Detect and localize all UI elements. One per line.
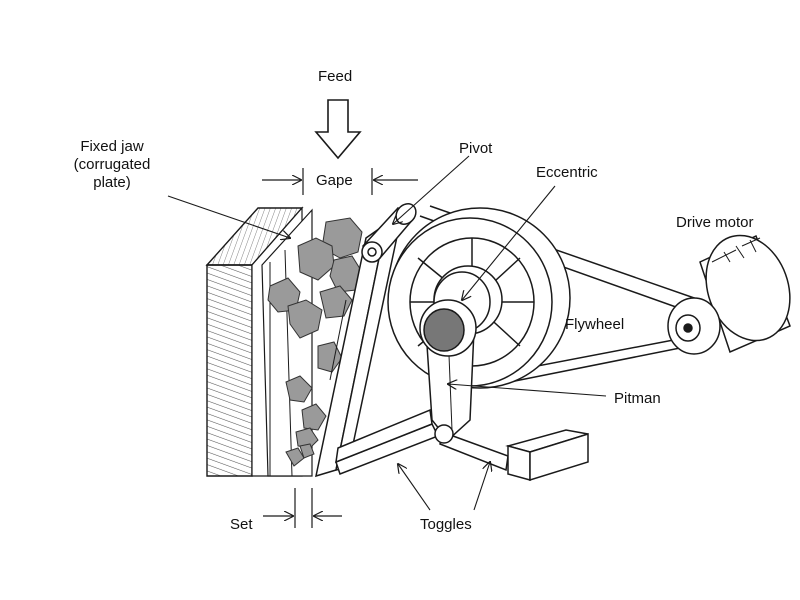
- fixed-jaw-label-line1: Fixed jaw: [80, 138, 144, 155]
- set-dimension: [263, 488, 342, 528]
- pitman-label: Pitman: [614, 390, 661, 407]
- drive-motor: [667, 234, 791, 355]
- frame-base: [335, 408, 509, 475]
- feed-label: Feed: [318, 68, 353, 85]
- leader-lines: [167, 155, 607, 511]
- drive-motor-label: Drive motor: [676, 214, 754, 231]
- toggles-label: Toggles: [420, 516, 472, 533]
- fixed-jaw-label: Fixed jaw (corrugated plate): [52, 138, 172, 192]
- fixed-jaw-label-line2: (corrugated: [73, 156, 151, 173]
- flywheel-label: Flywheel: [565, 316, 625, 333]
- toggle-block: [505, 429, 589, 482]
- gape-label: Gape: [316, 172, 353, 189]
- gape-dimension: [262, 168, 418, 195]
- set-label: Set: [230, 516, 253, 533]
- pivot-label: Pivot: [459, 140, 493, 157]
- eccentric-label: Eccentric: [536, 164, 598, 181]
- feed-arrow: [314, 99, 362, 160]
- rocks: [267, 217, 363, 467]
- swing-jaw: [315, 222, 399, 478]
- fixed-jaw-label-line3: plate): [93, 174, 131, 191]
- fixed-jaw-frame: [205, 206, 313, 477]
